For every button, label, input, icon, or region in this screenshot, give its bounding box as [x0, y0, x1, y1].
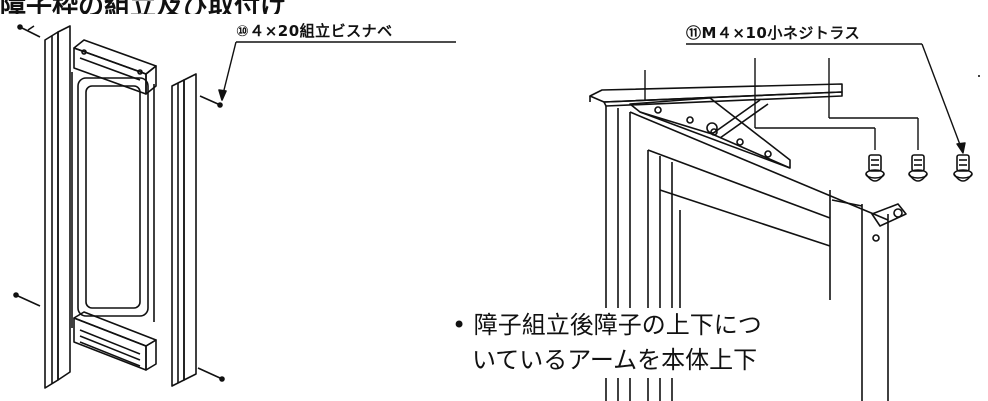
- right-side-frame: [171, 73, 225, 387]
- note-line-1: • 障子組立後障子の上下につ: [452, 308, 762, 343]
- part10-label: ⑩４×20組立ビスナベ: [236, 22, 393, 40]
- note-line-2-text: いているアームを本体上下: [472, 346, 758, 374]
- instruction-note: • 障子組立後障子の上下につ いているアームを本体上下: [452, 308, 762, 378]
- note-line-2: いているアームを本体上下: [452, 343, 762, 378]
- leader-part11: [644, 43, 966, 154]
- note-line-1-text: 障子組立後障子の上下につ: [473, 311, 762, 339]
- cabinet-corner-bracket: [629, 97, 791, 169]
- note-bullet: •: [452, 311, 467, 339]
- screw-1: [865, 154, 885, 182]
- cropped-header-title: 障子枠の組立及び取付け: [0, 0, 430, 14]
- part11-label: ⑪M４×10小ネジトラス: [686, 24, 861, 42]
- left-side-frame: [13, 24, 71, 389]
- bottom-rail: [73, 311, 157, 371]
- glass-panel: [71, 72, 155, 328]
- screw-2: [908, 154, 928, 182]
- header-title-text: 障子枠の組立及び取付け: [0, 0, 286, 14]
- cabinet-top-plate: [589, 83, 843, 107]
- leader-part10: [218, 41, 456, 101]
- top-rail: [73, 39, 157, 95]
- screw-3: [953, 154, 973, 182]
